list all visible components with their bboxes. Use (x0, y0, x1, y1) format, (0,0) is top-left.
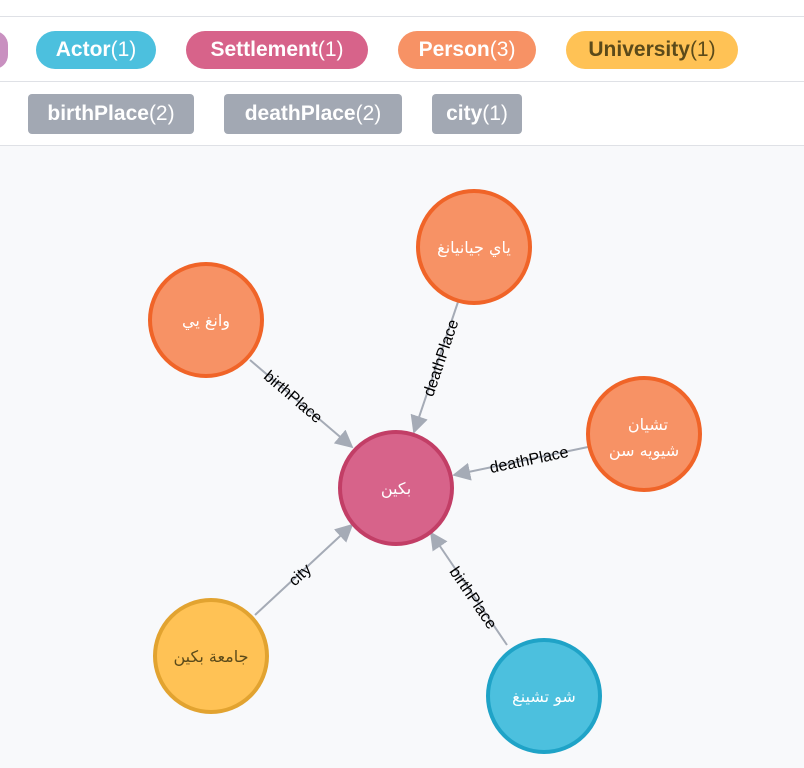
node-settlement-beijing[interactable]: بكين (338, 430, 454, 546)
rel-tag-birthplace-name: birthPlace (47, 102, 149, 125)
node-label: جامعة بكين (173, 647, 248, 667)
edge-label: birthPlace (446, 564, 500, 632)
node-university-univ[interactable]: جامعة بكين (153, 598, 269, 714)
node-person-yaigian[interactable]: ياي جيانيانغ (416, 189, 532, 305)
edge-label: city (286, 561, 315, 590)
label-pill-university-name: University (588, 38, 690, 61)
node-label: وانغ يي (182, 311, 230, 331)
label-pill-university-count: (1) (689, 38, 716, 61)
label-pill-settlement-name: Settlement (210, 38, 318, 61)
label-pill-settlement-count: (1) (317, 38, 344, 61)
edge-deathplace-tashiyan[interactable]: deathPlace (452, 444, 589, 481)
label-pill-settlement[interactable]: Settlement(1) (186, 31, 368, 69)
label-pill-partial[interactable] (0, 31, 8, 69)
node-person-wangyi[interactable]: وانغ يي (148, 262, 264, 378)
graph-canvas[interactable]: birthPlace deathPlace deathPlace city bi… (0, 146, 804, 768)
edge-label: birthPlace (260, 368, 325, 427)
rel-tag-city-name: city (446, 102, 483, 125)
label-pill-person[interactable]: Person(3) (398, 31, 536, 69)
label-pill-actor-count: (1) (110, 38, 137, 61)
rel-tag-birthplace[interactable]: birthPlace(2) (28, 94, 194, 134)
node-label: بكين (381, 479, 411, 499)
label-pill-person-count: (3) (489, 38, 516, 61)
label-pill-person-name: Person (418, 38, 490, 61)
edge-birthplace-wangyi[interactable]: birthPlace (249, 359, 354, 449)
node-actor-shu[interactable]: شو تشينغ (486, 638, 602, 754)
node-label-line1: تشيان (628, 415, 668, 434)
label-pill-university[interactable]: University(1) (566, 31, 738, 69)
node-label: ياي جيانيانغ (437, 238, 511, 258)
edge-label: deathPlace (488, 444, 570, 477)
edge-label: deathPlace (421, 317, 463, 398)
rel-tag-deathplace-count: (2) (355, 102, 382, 125)
edge-birthplace-shu[interactable]: birthPlace (429, 531, 508, 646)
node-label: شو تشينغ (512, 687, 576, 707)
rel-tag-birthplace-count: (2) (148, 102, 175, 125)
relationship-types-bar: birthPlace(2) deathPlace(2) city(1) (0, 82, 804, 146)
label-pill-actor[interactable]: Actor(1) (36, 31, 156, 69)
node-person-tashiyan[interactable]: تشيان شيويه سن (586, 376, 702, 492)
graph-svg: birthPlace deathPlace deathPlace city bi… (148, 189, 702, 754)
label-pill-actor-name: Actor (55, 38, 111, 61)
rel-tag-city-count: (1) (482, 102, 508, 125)
node-labels-bar: Actor(1) Settlement(1) Person(3) Univers… (0, 16, 804, 82)
rel-tag-deathplace[interactable]: deathPlace(2) (224, 94, 402, 134)
node-label-line2: شيويه سن (609, 441, 679, 461)
rel-tag-city[interactable]: city(1) (432, 94, 522, 134)
rel-tag-deathplace-name: deathPlace (244, 102, 356, 125)
edge-deathplace-yaigian[interactable]: deathPlace (410, 301, 463, 434)
edge-city-univ[interactable]: city (254, 523, 354, 616)
